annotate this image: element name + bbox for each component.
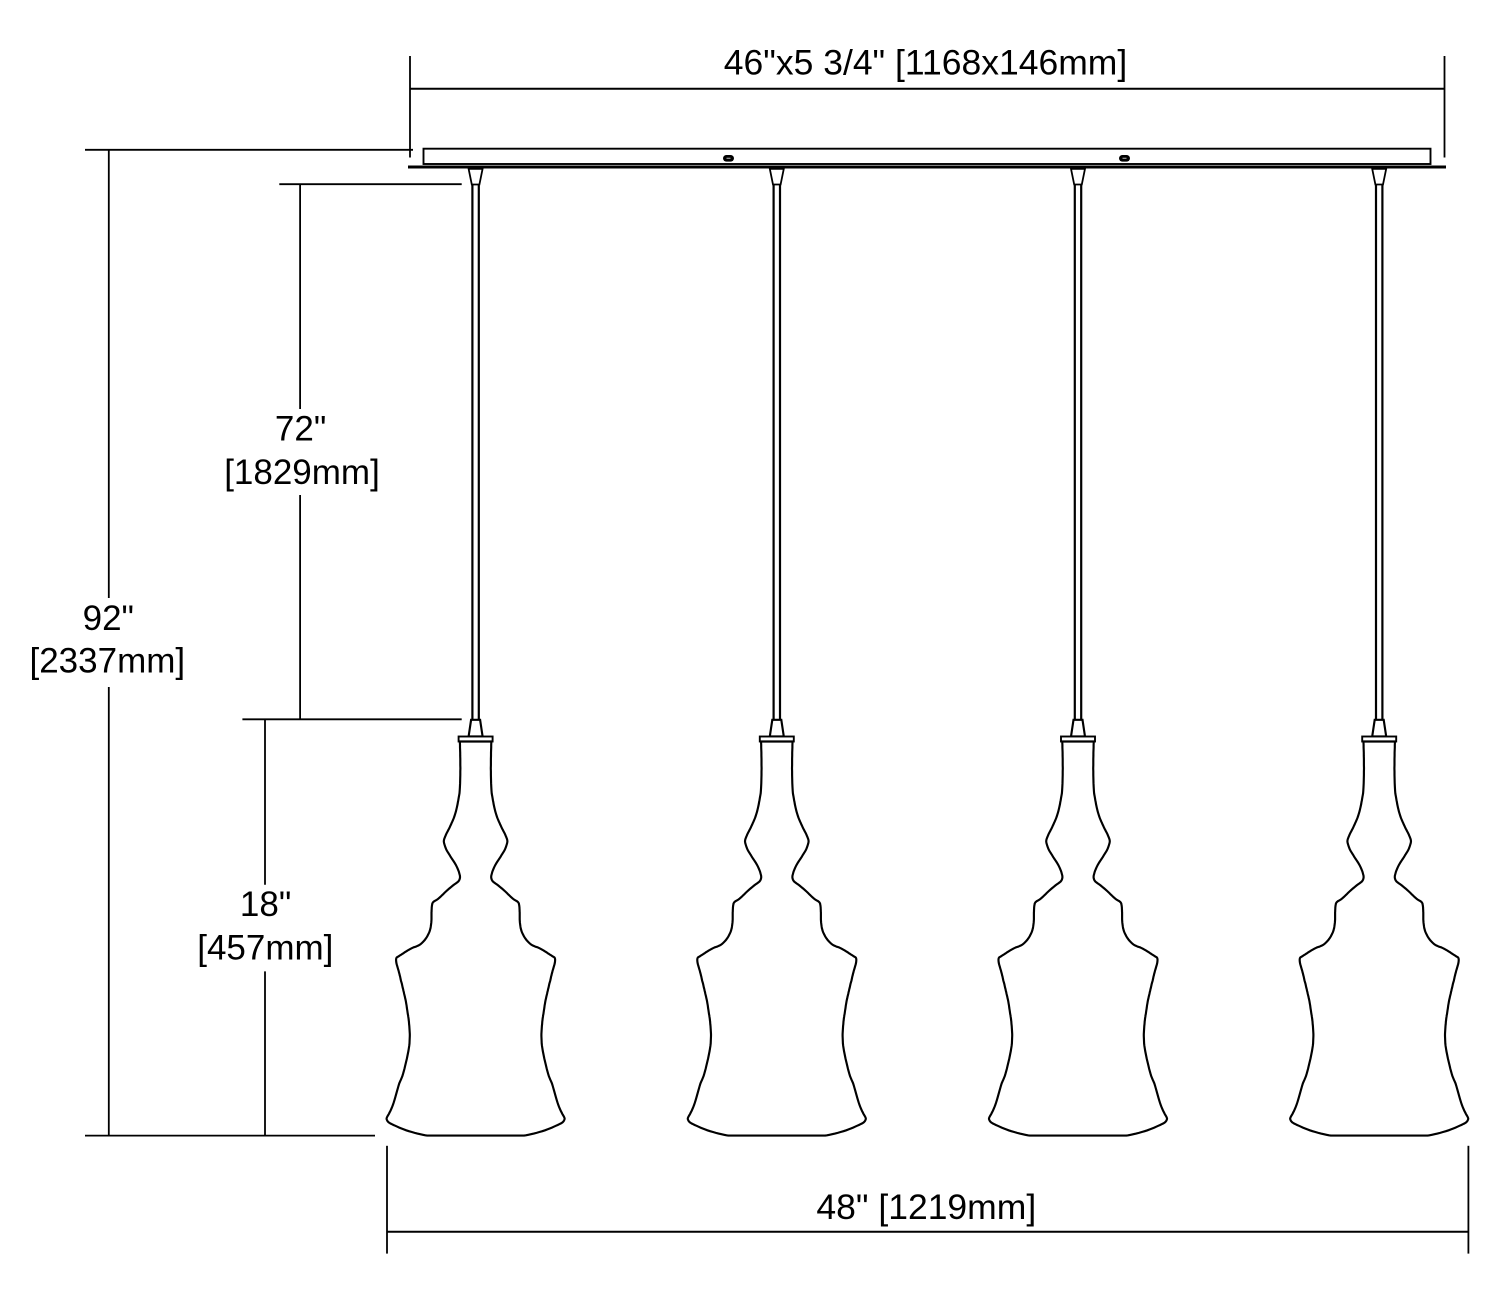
svg-text:92": 92"	[83, 599, 134, 638]
svg-text:[2337mm]: [2337mm]	[29, 641, 185, 680]
svg-text:18": 18"	[240, 885, 291, 924]
svg-text:72": 72"	[275, 410, 326, 449]
svg-text:46"x5 3/4" [1168x146mm]: 46"x5 3/4" [1168x146mm]	[724, 43, 1127, 83]
svg-text:[1829mm]: [1829mm]	[224, 453, 380, 492]
svg-text:[457mm]: [457mm]	[197, 929, 333, 968]
svg-text:48" [1219mm]: 48" [1219mm]	[816, 1187, 1036, 1227]
